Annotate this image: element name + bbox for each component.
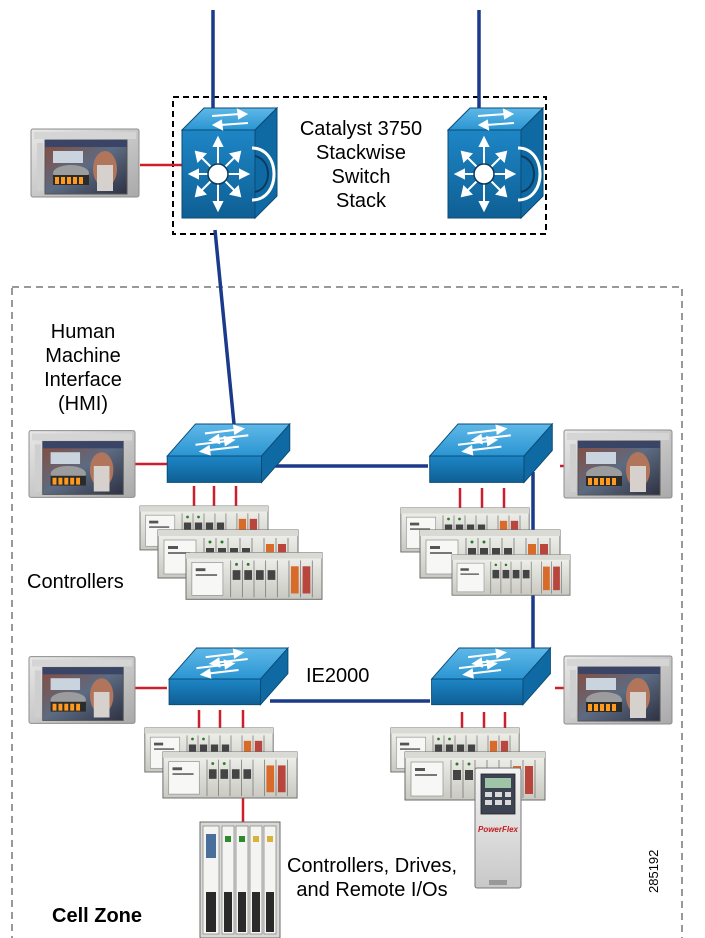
plc-controller-icon [162,751,298,799]
ie2000-switch-icon [166,422,291,484]
stack-to-cell-link [213,229,236,425]
catalyst-switch-icon [180,106,279,220]
ie2000-switch-icon [430,646,552,706]
cell-zone-label: Cell Zone [52,905,143,927]
ie2000-label: IE2000 [306,665,370,687]
controllers-label: Controllers [27,571,124,593]
hmi-panel-icon [563,655,673,725]
catalyst-switch-icon [446,106,545,220]
plc-controller-icon [451,554,571,596]
bottom-devices-label: Controllers, Drives, and Remote I/Os [286,855,458,901]
figure-id: 285192 [646,849,661,893]
hmi-panel-icon [28,430,136,498]
catalyst-stack-label: Catalyst 3750 Stackwise Switch Stack [299,118,423,212]
hmi-panel-icon [563,429,673,499]
hmi-label: Human Machine Interface (HMI) [44,321,122,415]
ie2000-switch-icon [167,646,290,706]
cell-zone-boundary [11,286,683,938]
hmi-panel-icon [28,656,136,724]
plc-controller-icon [185,552,323,600]
hmi-panel-icon [30,128,140,198]
